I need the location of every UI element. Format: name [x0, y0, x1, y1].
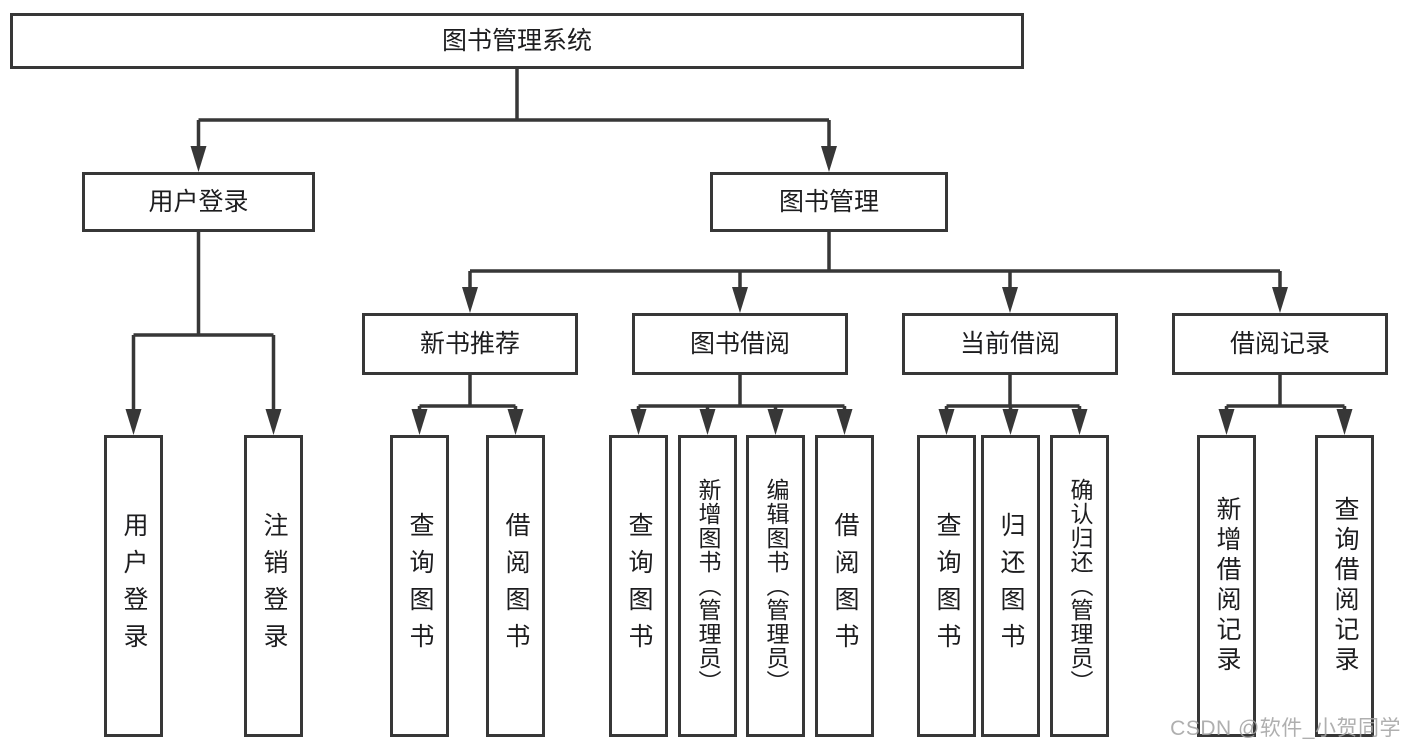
- connector-current-borrow: [944, 375, 1082, 412]
- arrow-icon: [732, 287, 748, 313]
- node-label: 查询图书: [625, 512, 653, 660]
- arrow-icon: [767, 409, 784, 435]
- node-label: 当前借阅: [959, 329, 1060, 358]
- node-label: 查询图书: [933, 512, 961, 660]
- leaf-add-books-admin: 新增图书（管理员）: [678, 435, 737, 737]
- arrow-icon: [265, 409, 282, 435]
- arrow-icon: [699, 409, 716, 435]
- leaf-logout: 注销登录: [244, 435, 303, 737]
- arrow-icon: [938, 409, 955, 435]
- leaf-query-borrow-record: 查询借阅记录: [1315, 435, 1374, 737]
- arrow-icon: [1071, 409, 1088, 435]
- node-label: 编辑图书（管理员）: [763, 478, 789, 694]
- node-label: 用户登录: [120, 512, 148, 660]
- node-library-management-system: 图书管理系统: [10, 13, 1024, 69]
- node-new-book-recommend: 新书推荐: [362, 313, 578, 375]
- connector-book-borrow: [636, 375, 847, 412]
- node-label: 查询图书: [406, 512, 434, 660]
- node-book-management: 图书管理: [710, 172, 948, 232]
- connector-new-book-recommend: [417, 375, 518, 412]
- node-label: 查询借阅记录: [1331, 496, 1359, 676]
- node-label: 新书推荐: [419, 329, 520, 358]
- leaf-borrow-books: 借阅图书: [486, 435, 545, 737]
- arrow-icon: [1272, 287, 1288, 313]
- arrow-icon: [462, 287, 478, 313]
- arrowheads: [125, 146, 1353, 435]
- leaf-user-login: 用户登录: [104, 435, 163, 737]
- node-borrow-records: 借阅记录: [1172, 313, 1388, 375]
- arrow-icon: [507, 409, 524, 435]
- leaf-query-books: 查询图书: [390, 435, 449, 737]
- node-label: 借阅图书: [831, 512, 859, 660]
- arrow-icon: [190, 146, 207, 172]
- connector-borrow-records: [1224, 375, 1347, 412]
- node-label: 图书管理: [778, 187, 879, 216]
- leaf-query-books: 查询图书: [609, 435, 668, 737]
- leaf-borrow-books: 借阅图书: [815, 435, 874, 737]
- leaf-query-books: 查询图书: [917, 435, 976, 737]
- node-label: 借阅图书: [502, 512, 530, 660]
- leaf-add-borrow-record: 新增借阅记录: [1197, 435, 1256, 737]
- leaf-return-books: 归还图书: [981, 435, 1040, 737]
- node-label: 借阅记录: [1229, 329, 1330, 358]
- node-label: 图书管理系统: [441, 26, 592, 55]
- arrow-icon: [821, 146, 837, 172]
- node-label: 新增借阅记录: [1213, 496, 1241, 676]
- arrow-icon: [1218, 409, 1235, 435]
- connector-root: [196, 69, 831, 148]
- arrow-icon: [1002, 287, 1018, 313]
- node-label: 新增图书（管理员）: [695, 478, 721, 694]
- arrow-icon: [411, 409, 428, 435]
- arrow-icon: [836, 409, 853, 435]
- arrow-icon: [125, 409, 142, 435]
- arrow-icon: [1336, 409, 1353, 435]
- arrow-icon: [1002, 409, 1019, 435]
- connector-book-management: [468, 232, 1282, 289]
- leaf-edit-books-admin: 编辑图书（管理员）: [746, 435, 805, 737]
- csdn-watermark: CSDN @软件_小贺同学: [1170, 717, 1401, 740]
- node-label: 注销登录: [260, 512, 288, 660]
- node-label: 归还图书: [997, 512, 1025, 660]
- arrow-icon: [630, 409, 647, 435]
- node-label: 用户登录: [148, 187, 249, 216]
- node-label: 确认归还（管理员）: [1067, 478, 1093, 694]
- node-current-borrow: 当前借阅: [902, 313, 1118, 375]
- node-book-borrow: 图书借阅: [632, 313, 848, 375]
- connector-user-login: [131, 232, 276, 411]
- node-label: 图书借阅: [689, 329, 790, 358]
- leaf-confirm-return-admin: 确认归还（管理员）: [1050, 435, 1109, 737]
- node-user-login: 用户登录: [82, 172, 315, 232]
